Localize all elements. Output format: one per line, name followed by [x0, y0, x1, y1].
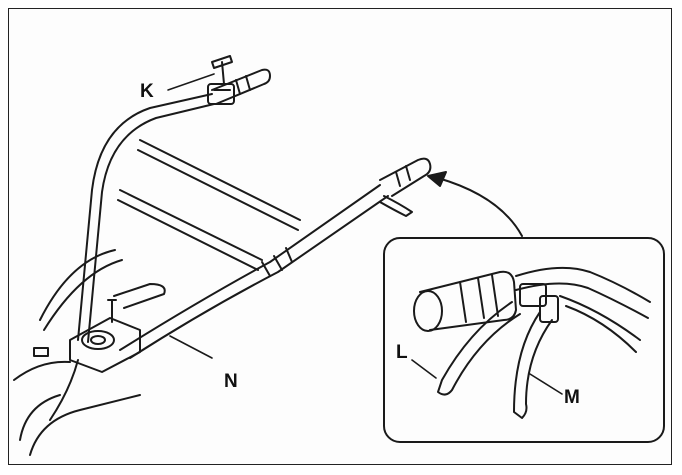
label-k: K — [140, 81, 154, 102]
label-m: M — [564, 387, 580, 408]
base-adjustment-lever — [13, 249, 166, 456]
handlebar-frame — [77, 68, 432, 359]
callout-arrow — [427, 171, 523, 237]
leader-lines — [167, 73, 563, 395]
diagram-frame — [8, 8, 672, 465]
inset-detail-box — [383, 237, 665, 443]
top-clamp-knob — [207, 55, 235, 105]
label-l: L — [396, 342, 408, 363]
label-n: N — [224, 371, 238, 392]
